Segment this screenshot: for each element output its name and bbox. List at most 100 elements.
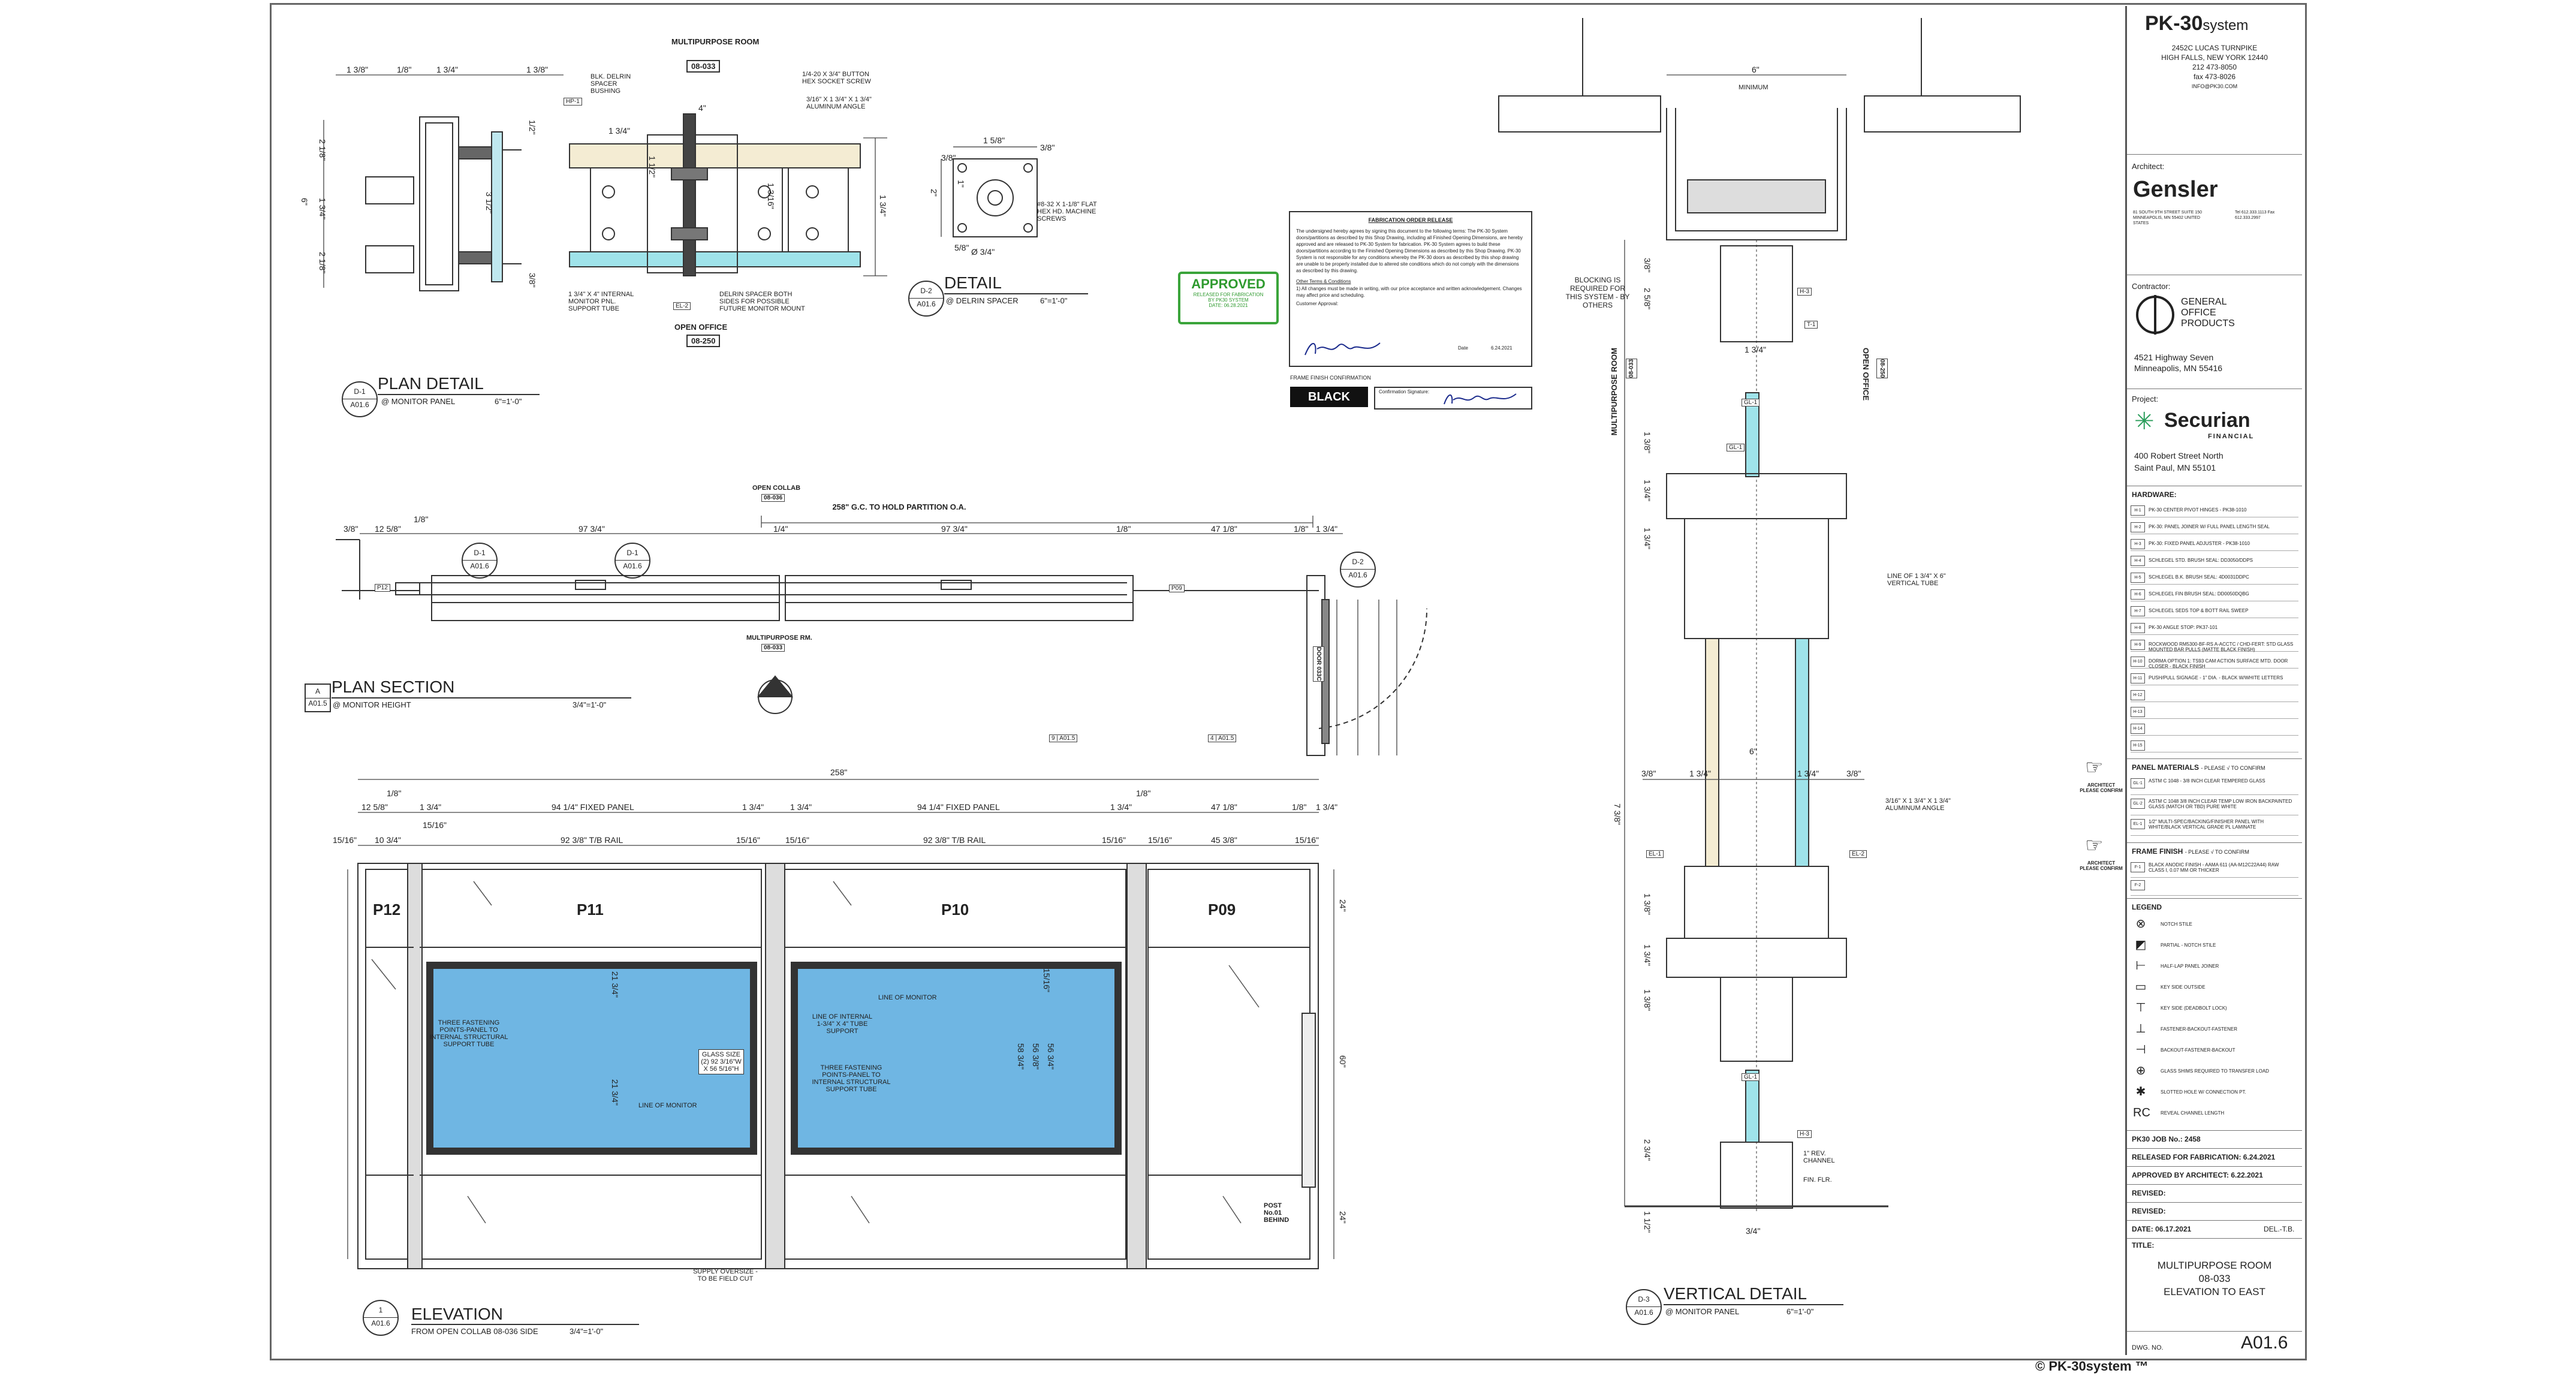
plan-section-bottom-tag: 08-033 (761, 644, 785, 652)
dim: 1 3/4" (436, 65, 459, 74)
approved-line: RELEASED FOR FABRICATION (1193, 292, 1264, 297)
dim: 1/8" (1136, 788, 1151, 798)
finish-code: F-1 (2131, 862, 2145, 872)
pm-hint: - PLEASE √ TO CONFIRM (2201, 765, 2265, 771)
panel-label-p09: P09 (1208, 901, 1236, 919)
architect-address: 81 SOUTH 9TH STREET SUITE 150 MINNEAPOLI… (2133, 210, 2203, 225)
bubble-number: D-2 (1352, 558, 1364, 566)
dim: 1/8" (387, 788, 402, 798)
delrin-detail-scale: 6"=1'-0" (1040, 296, 1068, 305)
dim: 97 3/4" (579, 524, 605, 534)
plan-detail-scale: 6"=1'-0" (495, 397, 522, 406)
key-h3: H-3 (1797, 288, 1812, 296)
ref-num: 4 (1210, 735, 1214, 742)
section-marker (757, 675, 794, 714)
elevation-dimlines (347, 779, 1334, 1259)
vertical-detail-subtitle: @ MONITOR PANEL (1665, 1307, 1740, 1316)
divider (2127, 154, 2302, 155)
title-line: MULTIPURPOSE ROOM (2157, 1260, 2272, 1271)
legend-symbol-icon: ⊕ (2135, 1064, 2146, 1077)
delrin-detail-title: DETAIL (944, 273, 1002, 292)
dim: 1 3/4" (1689, 769, 1712, 778)
legend-row: ⊕ GLASS SHIMS REQUIRED TO TRANSFER LOAD (2131, 1061, 2298, 1082)
hardware-code: H-4 (2131, 556, 2145, 566)
dim: 1 3/4" (790, 802, 812, 812)
hardware-code: H-15 (2131, 740, 2145, 751)
note-delrin-spacer: DELRIN SPACER BOTH SIDES FOR POSSIBLE FU… (719, 291, 805, 312)
frame-finish-label: FRAME FINISH - PLEASE √ TO CONFIRM (2132, 847, 2249, 856)
title-underline (1664, 1304, 1843, 1305)
hardware-code: H-2 (2131, 522, 2145, 532)
bubble-number: D-3 (1638, 1295, 1650, 1303)
dim: 56 3/8" (1031, 1043, 1041, 1070)
architect-confirm-note: ARCHITECT PLEASE CONFIRM (2080, 860, 2123, 871)
dim: 1 3/8" (1643, 893, 1652, 916)
dim: 1/8" (414, 514, 429, 524)
hardware-code: H-7 (2131, 606, 2145, 616)
dim: 3 1/2" (484, 192, 494, 214)
dim: 1 3/4" (1797, 769, 1819, 778)
dim: 3/8" (344, 524, 358, 534)
dim: 92 3/8" T/B RAIL (923, 835, 986, 845)
title-label: TITLE: (2132, 1241, 2155, 1249)
dim: 94 1/4" FIXED PANEL (917, 802, 1000, 812)
divider (2127, 1166, 2302, 1167)
dim: 60" (1338, 1055, 1348, 1068)
dim: 21 3/4" (610, 1079, 620, 1106)
hardware-text: ROCKWOOD RM5300-BF-RS A-ACCTC / CHD-FERT… (2149, 642, 2294, 652)
hardware-text: PK-30: FIXED PANEL ADJUSTER - PK38-1010 (2149, 541, 2250, 546)
legend-symbol-icon: ⊥ (2135, 1022, 2146, 1035)
section-ref-b: 4 | A01.5 (1208, 734, 1237, 742)
vd-right-room: OPEN OFFICE (1861, 348, 1870, 401)
dim: 1 3/16" (766, 183, 776, 209)
plan-section-top-tag: 08-036 (761, 494, 785, 502)
elevation-scale: 3/4"=1'-0" (570, 1327, 604, 1336)
dim: 3/4" (1746, 1226, 1761, 1236)
vd-left-room: MULTIPURPOSE ROOM (1610, 348, 1619, 436)
plan-section-title: PLAN SECTION (332, 678, 455, 696)
pointing-hand-icon: ☞ (2085, 756, 2104, 779)
aluminum-angle-note: 3/16" X 1 3/4" X 1 3/4" ALUMINUM ANGLE (1885, 797, 1951, 812)
dim: 1 3/4" (608, 126, 631, 136)
dim: 1 3/4" (1745, 345, 1767, 354)
finish-confirm-title: FRAME FINISH CONFIRMATION (1290, 375, 1371, 381)
dim: 2 1/8" (318, 252, 327, 274)
dim: 1 3/4" (420, 802, 442, 812)
plan-section-top-label: OPEN COLLAB (752, 484, 801, 492)
legend-symbol-icon: ▭ (2135, 980, 2147, 993)
pointing-hand-icon: ☞ (2085, 834, 2104, 857)
dim: 1 3/4" (1316, 524, 1338, 534)
bubble-sheet: A01.6 (623, 562, 642, 570)
revised-1: REVISED: (2132, 1189, 2166, 1197)
legend-symbol-icon: ⊣ (2135, 1043, 2146, 1056)
note-spacer-bushing: BLK. DELRIN SPACER BUSHING (590, 73, 631, 95)
panel-label-p11: P11 (577, 901, 604, 919)
dim: 47 1/8" (1211, 802, 1237, 812)
key-t1: T-1 (1804, 321, 1818, 329)
legend-row: ⊤KEY SIDE (DEADBOLT LOCK) (2131, 998, 2298, 1019)
dim: 1/8" (1294, 524, 1309, 534)
address-line: INFO@PK30.COM (2191, 83, 2238, 89)
vd-right-tag: 08-250 (1876, 359, 1888, 379)
hardware-text: SCHLEGEL B.K. BRUSH SEAL: 4D0031DDPC (2149, 574, 2249, 580)
divider (2127, 1184, 2302, 1185)
fab-title: FABRICATION ORDER RELEASE (1368, 217, 1453, 223)
hardware-label: HARDWARE: (2132, 490, 2177, 499)
brand-name: PK-30 (2145, 12, 2203, 35)
hardware-code: H-8 (2131, 623, 2145, 633)
contractor-address: 4521 Highway Seven (2134, 353, 2214, 362)
plan-detail-drawing (365, 113, 861, 291)
key-gl1: GL-1 (1727, 444, 1745, 451)
dim: 1 3/4" (1110, 802, 1132, 812)
plan-detail-bubble: D-1 A01.6 (342, 381, 378, 417)
bubble-sheet: A01.6 (1634, 1308, 1653, 1317)
key-hp1: HP-1 (564, 98, 582, 106)
released-date: RELEASED FOR FABRICATION: 6.24.2021 (2132, 1153, 2276, 1161)
legend-text: GLASS SHIMS REQUIRED TO TRANSFER LOAD (2161, 1068, 2269, 1074)
